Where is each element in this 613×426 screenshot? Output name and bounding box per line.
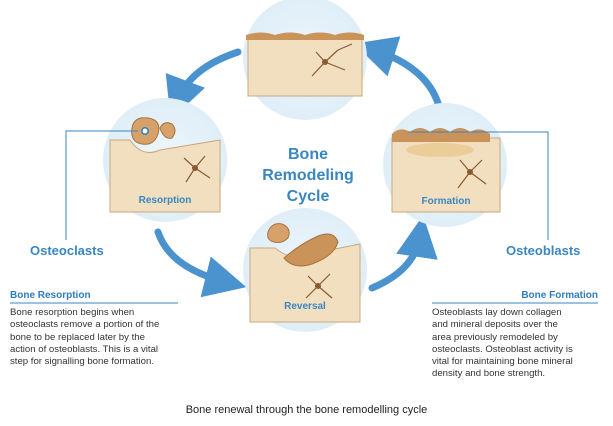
bone-block-top	[248, 36, 362, 96]
center-title: Bone Remodeling Cycle	[248, 144, 368, 207]
osteoblasts-label: Osteoblasts	[506, 243, 580, 258]
osteoclast-nucleus	[142, 128, 148, 134]
stage-formation	[383, 103, 507, 227]
resorption-line: osteoclasts remove a portion of the	[10, 319, 185, 331]
formation-line: vital for maintaining bone mineral	[432, 356, 602, 368]
arrow-right-to-top	[374, 50, 440, 110]
stage-reversal	[243, 208, 367, 332]
resorption-line: action of osteoblasts. This is a vital	[10, 344, 185, 356]
detached-osteoclast	[268, 224, 290, 243]
bone-resorption-heading: Bone Resorption	[10, 290, 91, 301]
bone-formation-text: Osteoblasts lay down collagen and minera…	[432, 307, 602, 381]
resorption-line: step for signalling bone formation.	[10, 356, 185, 368]
stage-label-formation: Formation	[396, 196, 496, 207]
formation-line: area previously remodeled by	[432, 332, 602, 344]
bone-formation-heading: Bone Formation	[432, 290, 598, 301]
stage-top	[243, 0, 367, 120]
arrow-left-to-bottom	[158, 232, 226, 282]
osteoclasts-label: Osteoclasts	[30, 243, 104, 258]
formation-line: density and bone strength.	[432, 368, 602, 380]
new-bone-matrix	[406, 143, 474, 157]
resorption-line: bone to be replaced later by the	[10, 332, 185, 344]
center-title-line-1: Bone	[248, 144, 368, 165]
resorption-line: Bone resorption begins when	[10, 307, 185, 319]
arrow-bottom-to-right	[372, 236, 420, 288]
stage-label-reversal: Reversal	[255, 301, 355, 312]
bone-resorption-text: Bone resorption begins when osteoclasts …	[10, 307, 185, 368]
arrow-top-to-left	[178, 52, 238, 100]
center-title-line-3: Cycle	[248, 186, 368, 207]
figure-caption: Bone renewal through the bone remodellin…	[0, 404, 613, 416]
formation-line: and mineral deposits over the	[432, 319, 602, 331]
formation-line: osteoclasts. Osteoblast activity is	[432, 344, 602, 356]
formation-line: Osteoblasts lay down collagen	[432, 307, 602, 319]
stage-label-resorption: Resorption	[115, 195, 215, 206]
center-title-line-2: Remodeling	[248, 165, 368, 186]
